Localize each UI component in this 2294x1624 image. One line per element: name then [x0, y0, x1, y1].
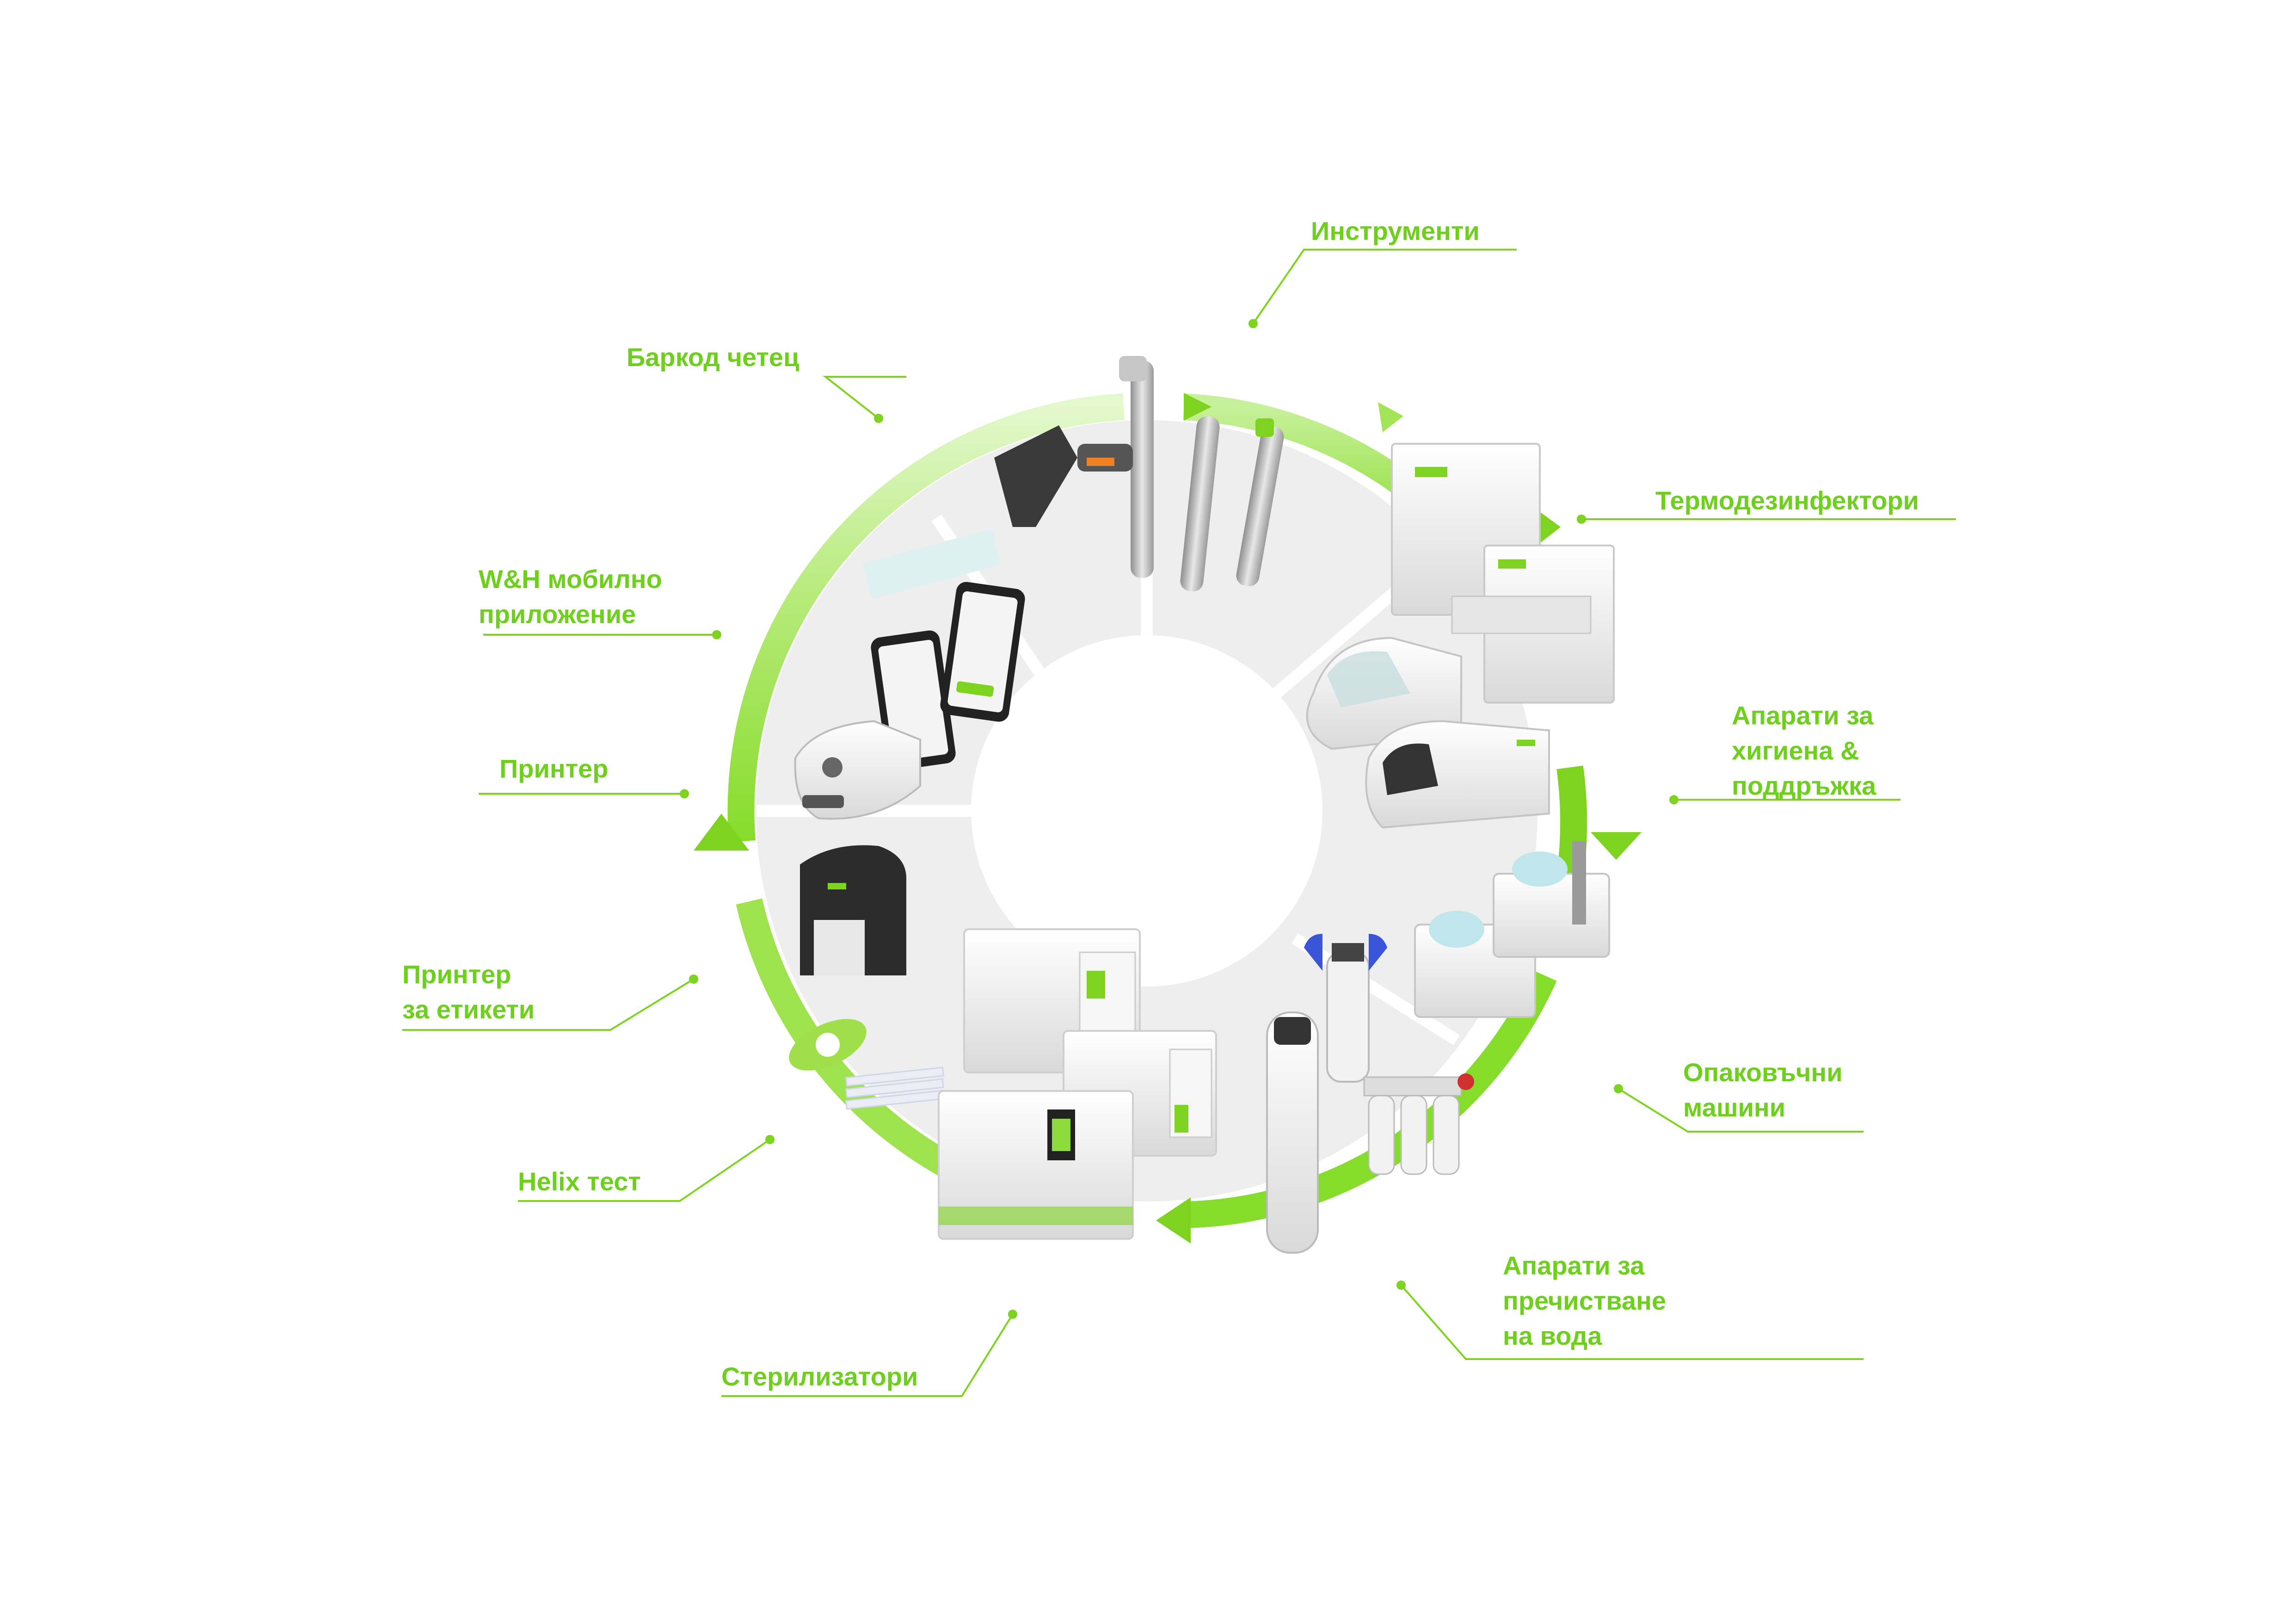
washer-icon	[1391, 443, 1615, 704]
label-hygiene-line2: хигиена &	[1732, 736, 1859, 765]
water-filter-icon	[1266, 934, 1474, 1254]
sterile-pouch-icon	[863, 529, 1001, 599]
leader-lines	[402, 249, 1956, 1397]
label-instruments-text: Инструменти	[1311, 216, 1480, 245]
leader-dots	[680, 319, 1679, 1319]
label-packaging-line2: машини	[1683, 1093, 1786, 1122]
label-printer-text: Принтер	[499, 754, 609, 783]
label-barcode-reader: Баркод четец	[627, 340, 799, 375]
ring-arrow-3-icon	[1156, 1197, 1191, 1244]
label-packaging-line1: Опаковъчни	[1683, 1058, 1843, 1087]
label-helix: Helix тест	[518, 1164, 641, 1199]
maintenance-device-icon	[1306, 637, 1550, 829]
ring-arrow-1-icon	[1535, 509, 1561, 543]
label-hygiene-line1: Апарати за	[1732, 701, 1874, 730]
label-water-line1: Апарати за	[1503, 1251, 1645, 1280]
label-app-line2: приложение	[479, 600, 636, 629]
receipt-printer-icon	[794, 720, 921, 820]
label-instruments: Инструменти	[1311, 214, 1480, 249]
label-printer: Принтер	[499, 751, 608, 786]
label-helix-text: Helix тест	[518, 1167, 641, 1196]
label-printer-icon	[800, 845, 906, 975]
label-sterilizers-text: Стерилизатори	[721, 1362, 918, 1391]
autoclave-icon	[938, 928, 1217, 1240]
label-barcode-text: Баркод четец	[627, 343, 800, 372]
ring-arrow-5-icon	[1378, 402, 1403, 432]
helix-test-icon	[789, 1019, 944, 1110]
label-sterilizers: Стерилизатори	[721, 1359, 918, 1394]
label-packaging: Опаковъчни машини	[1683, 1055, 1843, 1125]
label-label-printer-line2: за етикети	[402, 995, 535, 1024]
label-app-line1: W&H мобилно	[479, 564, 662, 594]
handpiece-icon	[1119, 356, 1284, 592]
label-hygiene-line3: поддръжка	[1732, 771, 1876, 800]
ring-end-label: Край	[1060, 355, 1121, 390]
ring-arrow-start-icon	[1184, 393, 1212, 421]
label-mobile-app: W&H мобилно приложение	[479, 562, 662, 632]
label-thermodisinfectors: Термодезинфектори	[1655, 483, 1919, 518]
label-water-line2: пречистване	[1503, 1286, 1667, 1315]
sealer-icon	[1414, 841, 1610, 1018]
barcode-scanner-icon	[994, 425, 1133, 527]
label-water-treatment: Апарати за пречистване на вода	[1503, 1248, 1666, 1354]
ring-arrow-4-icon	[694, 814, 749, 851]
label-label-printer-line1: Принтер	[402, 960, 511, 989]
label-hygiene: Апарати за хигиена & поддръжка	[1732, 698, 1876, 803]
label-label-printer: Принтер за етикети	[402, 957, 535, 1027]
ring-arrow-2-icon	[1591, 832, 1642, 860]
label-thermodisinfectors-text: Термодезинфектори	[1655, 486, 1919, 515]
label-water-line3: на вода	[1503, 1321, 1602, 1350]
